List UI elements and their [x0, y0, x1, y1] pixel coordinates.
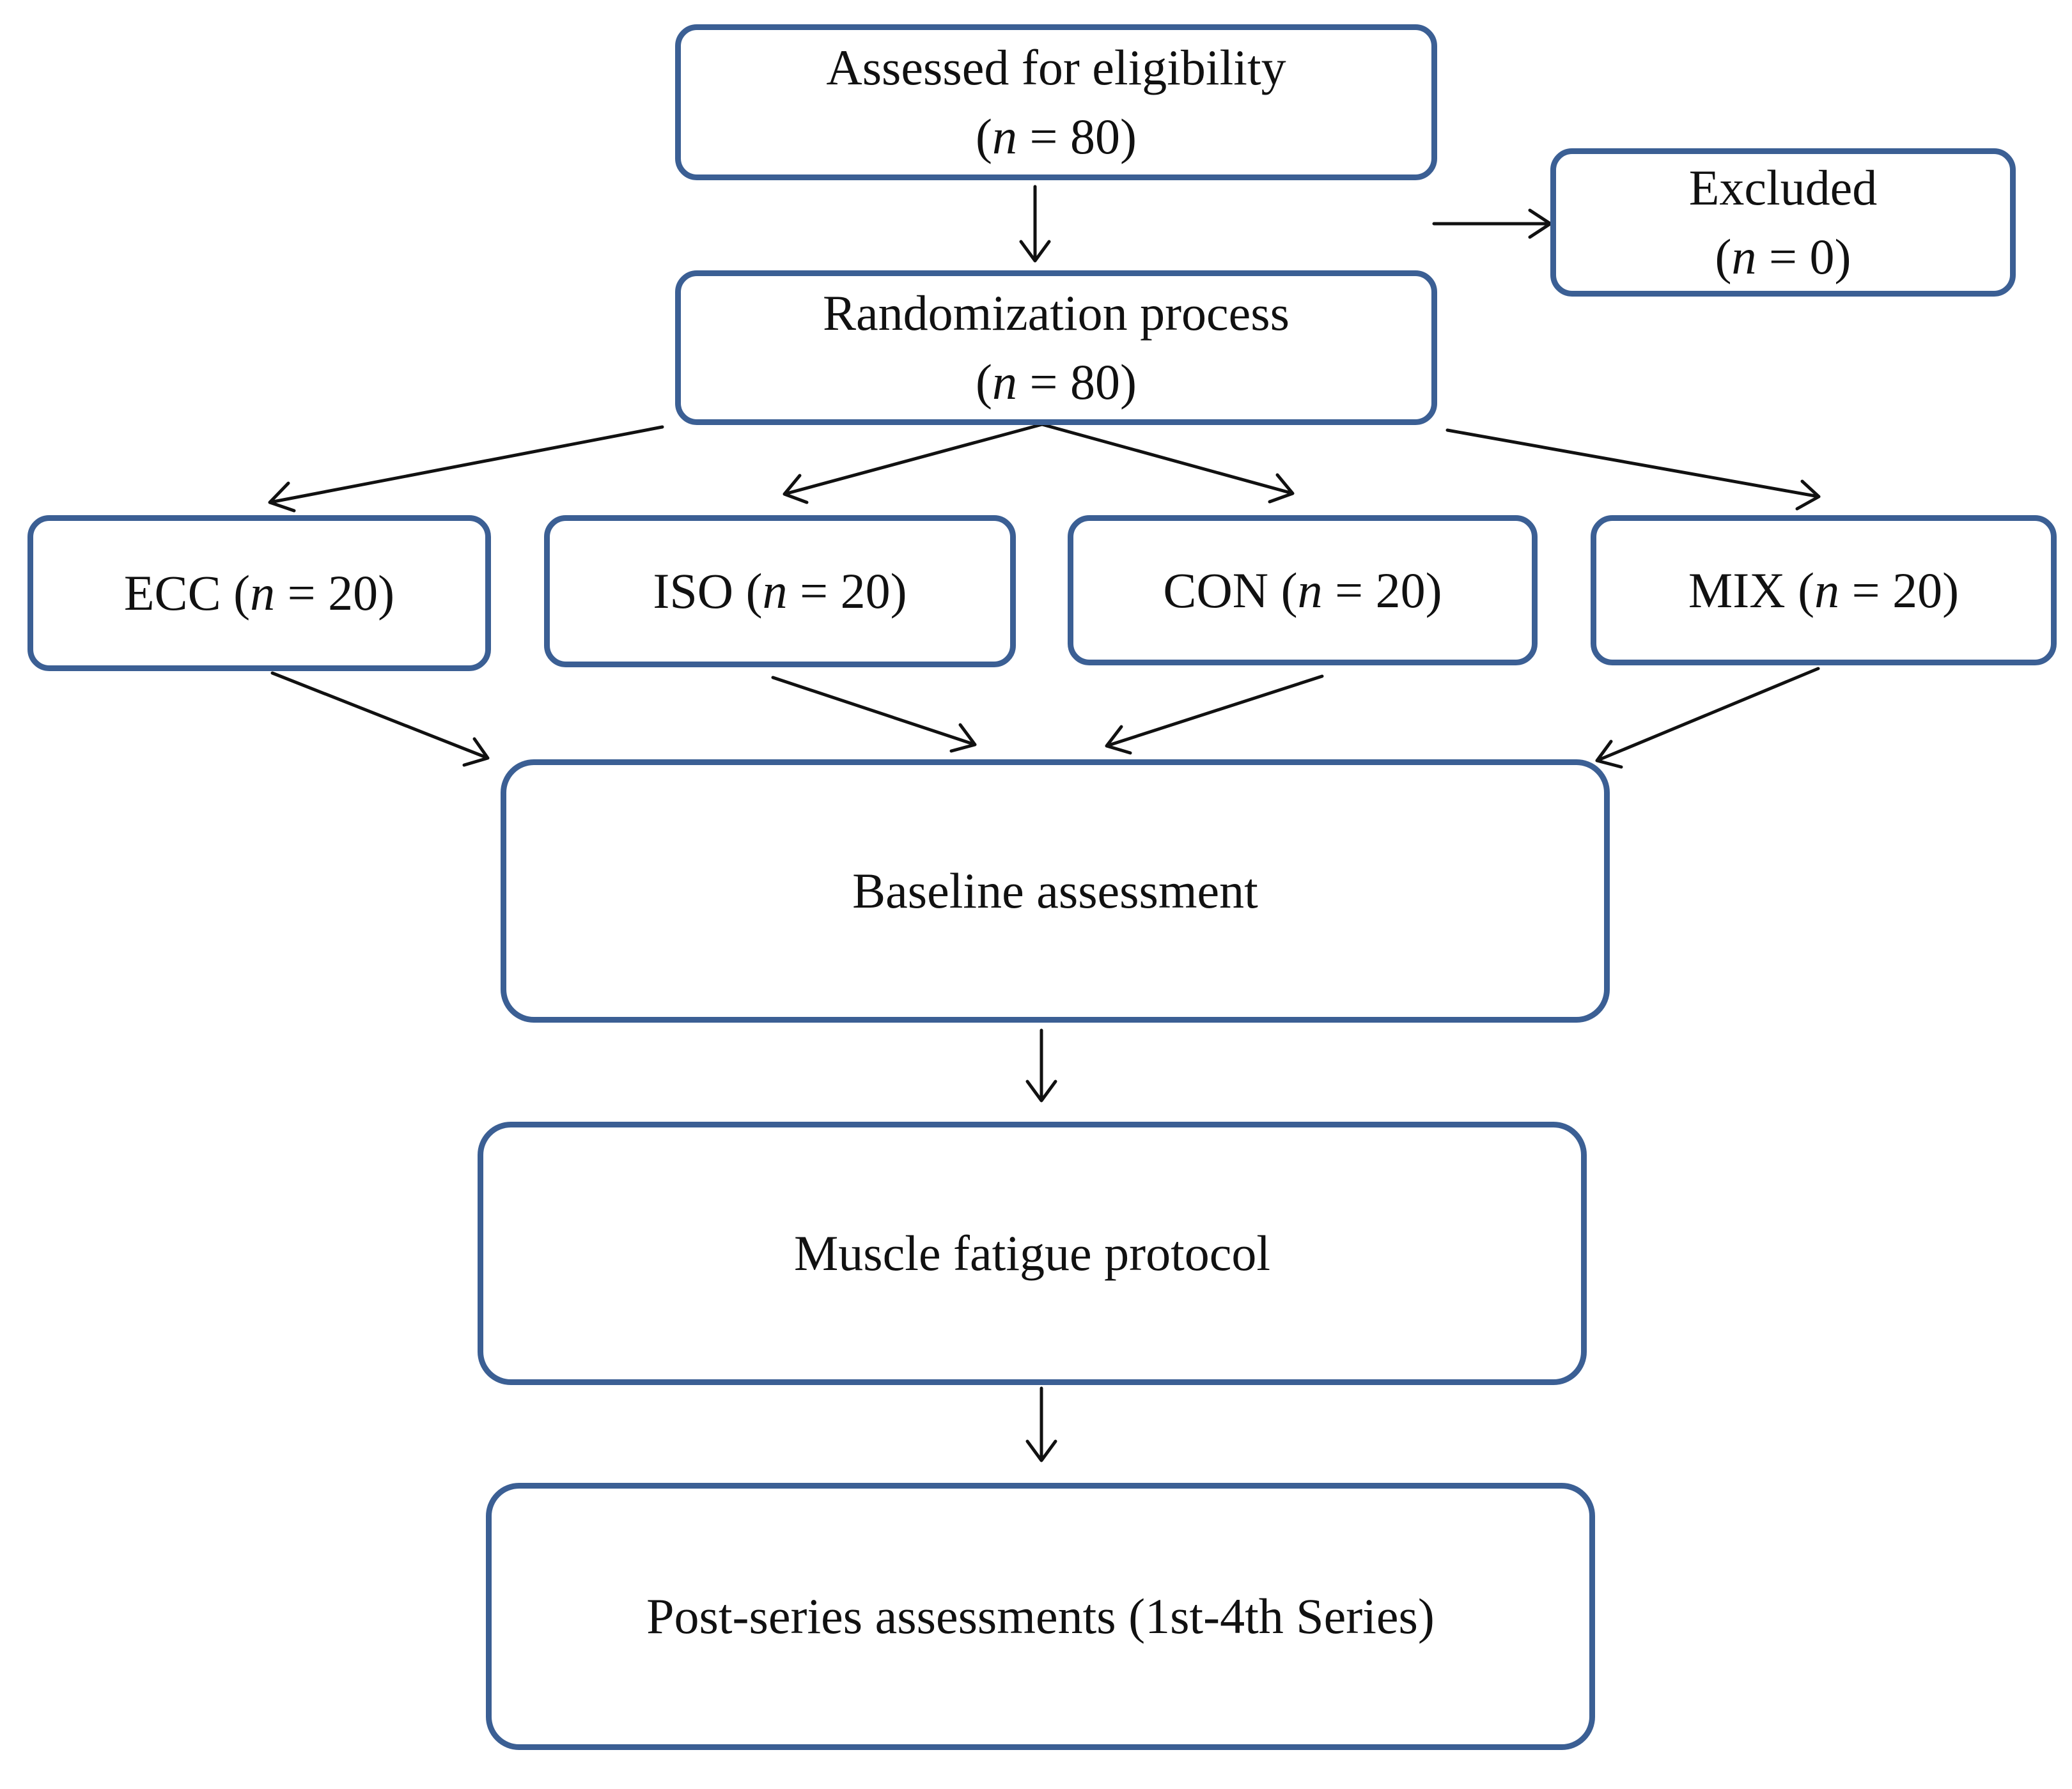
- arrow-fatigue-to-post: [1025, 1386, 1057, 1462]
- excluded-box: Excluded (n = 0): [1550, 148, 2016, 297]
- n-symbol: n: [1731, 229, 1757, 284]
- group-box-iso: ISO (n = 20): [544, 515, 1016, 667]
- arrow-randomization-to-con: [1040, 422, 1295, 504]
- fatigue-title: Muscle fatigue protocol: [793, 1225, 1271, 1282]
- n-symbol: n: [992, 109, 1017, 164]
- randomization-n-value: 80: [1070, 354, 1120, 410]
- randomization-box: Randomization process (n = 80): [675, 270, 1437, 425]
- post-series-box: Post-series assessments (1st-4th Series): [486, 1483, 1595, 1750]
- assessed-n-value: 80: [1070, 109, 1120, 164]
- group-box-mix: MIX (n = 20): [1591, 515, 2057, 665]
- n-symbol: n: [762, 563, 788, 619]
- group-box-con: CON (n = 20): [1068, 515, 1538, 665]
- fatigue-box: Muscle fatigue protocol: [478, 1122, 1587, 1385]
- arrow-iso-to-baseline: [771, 676, 977, 753]
- arrow-randomization-to-iso: [783, 422, 1044, 504]
- group-n-value: 20: [328, 565, 378, 621]
- arrow-to-excluded: [1432, 208, 1552, 239]
- group-name: CON: [1163, 562, 1269, 618]
- group-n-value: 20: [840, 563, 891, 619]
- group-label-iso: ISO (n = 20): [653, 563, 907, 619]
- randomization-title: Randomization process: [823, 285, 1289, 341]
- group-n-value: 20: [1375, 562, 1426, 618]
- arrow-mix-to-baseline: [1595, 667, 1820, 769]
- n-symbol: n: [992, 354, 1017, 410]
- baseline-title: Baseline assessment: [852, 863, 1258, 919]
- group-n-value: 20: [1892, 562, 1943, 618]
- group-label-mix: MIX (n = 20): [1688, 562, 1959, 618]
- group-name: ISO: [653, 563, 734, 619]
- n-symbol: n: [1814, 562, 1840, 618]
- excluded-count: (n = 0): [1715, 229, 1851, 284]
- arrow-con-to-baseline: [1105, 674, 1324, 755]
- randomization-count: (n = 80): [976, 354, 1137, 410]
- group-name: ECC: [123, 565, 221, 621]
- arrow-ecc-to-baseline: [270, 671, 490, 767]
- baseline-box: Baseline assessment: [501, 759, 1610, 1023]
- arrow-randomization-to-mix: [1445, 428, 1821, 511]
- arrow-baseline-to-fatigue: [1025, 1028, 1057, 1103]
- group-label-con: CON (n = 20): [1163, 562, 1442, 618]
- assessed-box: Assessed for eligibility (n = 80): [675, 24, 1437, 180]
- group-box-ecc: ECC (n = 20): [27, 515, 491, 671]
- assessed-title: Assessed for eligibility: [826, 40, 1286, 96]
- n-symbol: n: [250, 565, 276, 621]
- post-series-title: Post-series assessments (1st-4th Series): [646, 1588, 1435, 1645]
- n-symbol: n: [1297, 562, 1323, 618]
- arrow-randomization-to-ecc: [268, 425, 664, 513]
- group-label-ecc: ECC (n = 20): [123, 565, 395, 621]
- arrow-assessed-to-randomization: [1019, 185, 1051, 263]
- excluded-n-value: 0: [1809, 229, 1835, 284]
- excluded-title: Excluded: [1688, 160, 1878, 216]
- group-name: MIX: [1688, 562, 1786, 618]
- assessed-count: (n = 80): [976, 109, 1137, 164]
